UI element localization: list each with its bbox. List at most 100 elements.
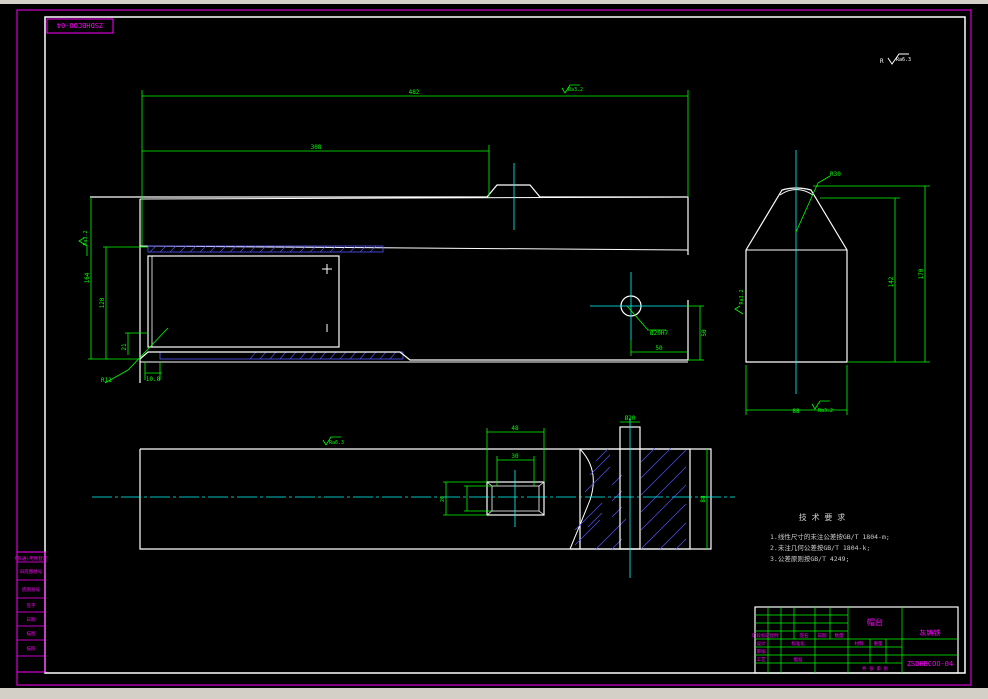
top-view <box>92 418 735 578</box>
dim-164: 164 <box>84 272 91 283</box>
technical-requirements: 技 术 要 求 1.线性尺寸的未注公差按GB/T 1804-m; 2.未注几何公… <box>770 512 890 563</box>
dim-slot-h: 20 <box>440 496 446 502</box>
label-sign: 签名 <box>800 632 809 639</box>
dim-hole-dia: Ø20H7 <box>650 330 668 337</box>
label-date: 日期 <box>818 633 827 639</box>
label-design: 设计 <box>757 640 766 647</box>
roughness-general-text: Ra6.3 <box>896 57 911 63</box>
front-roughness-texts: Ra3.2 Ra3.2 Ra3.2 <box>83 87 745 305</box>
left-strip-item-4: 签字 <box>27 602 36 609</box>
dim-pin: Ø20 <box>625 415 636 422</box>
material: 灰铸铁 <box>920 628 941 637</box>
front-dimensions <box>88 90 704 384</box>
label-scale: 比例 <box>770 632 779 639</box>
slot-outer <box>486 481 545 516</box>
dim-hole-x: 50 <box>655 345 663 352</box>
dim-r11: R11 <box>101 377 112 384</box>
break-line <box>569 448 594 550</box>
left-strip-item-3: 底图总号 <box>22 586 40 593</box>
leader-r30 <box>795 175 831 233</box>
label-material: 材料 <box>855 640 864 647</box>
dim-total-length: 482 <box>409 89 420 96</box>
roughness-left-text: Ra3.2 <box>83 230 89 245</box>
dim-88-side: 88 <box>792 408 800 415</box>
dim-108: 10.8 <box>146 376 161 383</box>
roughness-side-width-text: Ra3.2 <box>818 408 833 414</box>
general-roughness-mark: R Ra6.3 <box>880 53 911 65</box>
title-block-grid <box>755 607 958 673</box>
roughness-front-text: Ra6.3 <box>329 440 344 446</box>
left-strip-item-5: 日期 <box>27 617 36 623</box>
top-dimension-texts: 48 30 Ø20 88 20 Ra6.3 <box>329 415 707 503</box>
drawing-code: ZSDHBCOO-04 <box>907 660 953 668</box>
roughness-front-symbol <box>322 436 341 446</box>
tech-line-3: 3.公差原则按GB/T 4249; <box>770 554 849 563</box>
left-strip-item-7: 描校 <box>27 645 36 652</box>
rotated-code-box: ZSDHBCOO-04 <box>46 18 114 34</box>
left-strip-item-6: 描图 <box>27 630 36 637</box>
dim-142: 142 <box>888 276 895 287</box>
title-block-labels: 阶段标记 比例 签名 日期 数量 设计 审核 工艺 标准化 批准 材料 重量 共… <box>752 632 889 672</box>
top-chrome <box>0 0 988 4</box>
lower-hatch-lines <box>249 351 397 360</box>
upper-hatch-lines <box>149 245 377 253</box>
front-roughness-marks <box>78 84 744 315</box>
dim-170: 170 <box>918 268 925 279</box>
title-block: 帽台 灰铸铁 ZSDHBCOO-04 阶段标记 比例 签名 日期 数量 设计 审… <box>752 606 959 674</box>
side-outline <box>745 187 848 363</box>
sheet-outer-border <box>16 9 972 686</box>
label-process: 工艺 <box>757 657 766 663</box>
dim-r30: R30 <box>830 171 841 178</box>
sheet-inner-border <box>44 16 966 674</box>
front-slot-top <box>139 245 689 251</box>
front-pocket <box>147 255 340 348</box>
roughness-side-width <box>811 400 830 410</box>
section-hatch <box>574 447 687 550</box>
side-dimension-texts: R30 142 170 88 Ra3.2 <box>792 171 925 415</box>
upper-hatch-band <box>147 245 384 253</box>
front-top-line2 <box>139 196 689 200</box>
side-view <box>745 150 848 394</box>
tech-title: 技 术 要 求 <box>799 512 845 522</box>
pocket-cross-marker <box>322 264 332 274</box>
leader-hole <box>626 305 666 331</box>
left-strip-item-2: 旧底图总号 <box>20 568 43 575</box>
rotated-code-text: ZSDHBCOO-04 <box>57 21 103 29</box>
label-check: 审核 <box>757 648 766 655</box>
label-approve: 批准 <box>794 656 803 663</box>
dim-120: 120 <box>99 297 106 308</box>
roughness-top-text: Ra3.2 <box>568 87 583 93</box>
dim-88-top: 88 <box>700 495 707 503</box>
dim-21: 21 <box>121 343 128 351</box>
bottom-chrome <box>0 688 988 699</box>
front-view <box>90 163 689 383</box>
roughness-left-symbol <box>78 237 88 256</box>
left-strip-item-1: 借(通)用件登记 <box>15 555 48 562</box>
part-name: 帽台 <box>867 617 883 627</box>
front-bottom-outline <box>139 300 689 361</box>
slot-inner <box>491 485 540 512</box>
top-dimensions <box>322 421 708 549</box>
label-std: 标准化 <box>791 640 805 647</box>
dim-30: 30 <box>511 453 519 460</box>
model-space <box>0 4 988 688</box>
dim-hole-y: 50 <box>701 329 708 337</box>
tech-line-1: 1.线性尺寸的未注公差按GB/T 1804-m; <box>770 532 890 541</box>
roughness-top-symbol <box>561 84 580 94</box>
roughness-side-text: Ra3.2 <box>739 289 745 304</box>
label-qty: 数量 <box>835 632 844 639</box>
title-block-frame <box>754 606 959 674</box>
slot-chamfers <box>486 481 545 516</box>
left-registration-strip: 借(通)用件登记 旧底图总号 底图总号 签字 日期 描图 描校 <box>15 551 48 673</box>
roughness-prefix: R <box>880 58 884 65</box>
side-dimensions <box>745 175 930 415</box>
leader-r11 <box>104 327 169 384</box>
roughness-side-symbol <box>734 305 744 315</box>
label-stage: 阶段标记 <box>752 632 770 639</box>
front-dimension-texts: 482 308 164 120 21 10.8 R11 Ø20H7 50 50 <box>84 89 708 384</box>
label-weight: 重量 <box>874 640 883 647</box>
dim-groove-length: 308 <box>311 144 322 151</box>
tech-line-2: 2.未注几何公差按GB/T 1804-k; <box>770 543 870 552</box>
dim-48: 48 <box>511 425 519 432</box>
